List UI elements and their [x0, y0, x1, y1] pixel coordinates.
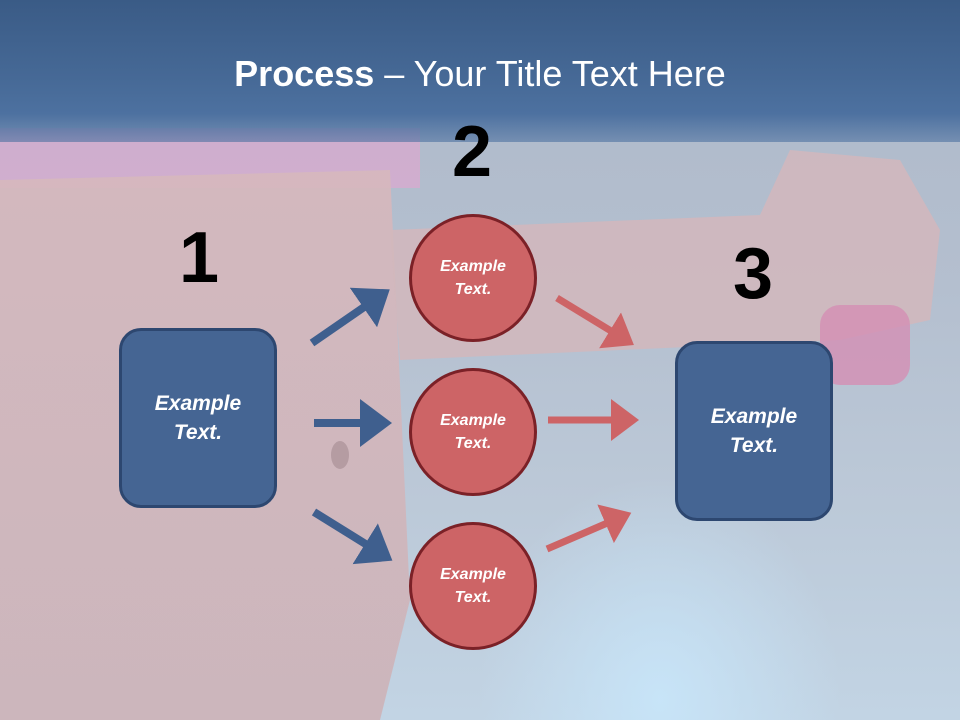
dumbbell-shape: [820, 305, 910, 385]
step-number-2: 2: [451, 112, 493, 192]
process-circle-2-text: Example Text.: [440, 412, 506, 452]
process-circle-3-text: Example Text.: [440, 566, 506, 606]
arrow-circle3-to-box2: [545, 504, 632, 553]
process-box-2: Example Text.: [675, 341, 833, 521]
navel-shape: [331, 441, 349, 469]
title-rest: – Your Title Text Here: [374, 53, 726, 94]
step-number-3: 3: [732, 234, 774, 314]
process-box-2-text: Example Text.: [710, 405, 798, 457]
title-bold: Process: [234, 53, 375, 94]
process-circle-1-text: Example Text.: [440, 258, 506, 298]
step-number-1: 1: [178, 218, 220, 298]
arrow-circle1-to-box2: [555, 295, 634, 349]
process-circle-2: Example Text.: [409, 368, 537, 496]
process-box-1: Example Text.: [119, 328, 277, 508]
arrow-box1-to-circle1: [309, 287, 390, 347]
process-box-1-text: Example Text.: [154, 392, 242, 444]
slide-title: Process – Your Title Text Here: [0, 52, 960, 96]
header-band: [0, 0, 960, 142]
process-circle-1: Example Text.: [409, 214, 537, 342]
arrow-box1-to-circle3: [311, 508, 393, 565]
process-circle-3: Example Text.: [409, 522, 537, 650]
